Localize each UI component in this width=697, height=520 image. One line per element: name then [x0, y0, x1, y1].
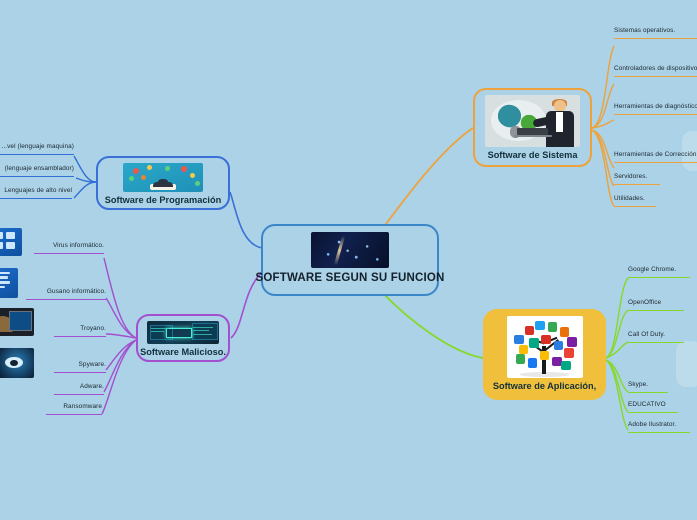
link-malicioso-1: [103, 257, 137, 339]
leaf-sistema-6[interactable]: Utilidades.: [614, 194, 656, 207]
center-node-label: SOFTWARE SEGUN SU FUNCION: [255, 272, 445, 284]
link-programacion-2: [75, 177, 97, 183]
code-laptop-thumbnail: [147, 321, 219, 344]
leaf-programacion-1[interactable]: ...vel (lenguaje maquina): [0, 142, 74, 155]
link-aplicacion-3: [605, 341, 629, 359]
leaf-malicioso-1[interactable]: Virus informático.: [34, 241, 104, 254]
leaf-sistema-3[interactable]: Herramientas de diagnóstico: [614, 102, 697, 115]
link-malicioso-5: [103, 339, 137, 393]
link-sistema-1: [591, 45, 615, 129]
leaf-aplicacion-4[interactable]: Skype.: [628, 380, 668, 393]
link-sistema-3: [591, 119, 615, 129]
spyware-eye-thumbnail: [0, 348, 34, 378]
link-malicioso-6: [101, 339, 137, 415]
link-programacion-3: [73, 181, 97, 199]
branch-label-aplicacion: Software de Aplicación,: [492, 381, 597, 391]
branch-node-malicioso[interactable]: Software Malicioso.: [136, 314, 230, 362]
leaf-aplicacion-1[interactable]: Google Chrome.: [628, 265, 690, 278]
app-tree-thumbnail: [506, 316, 583, 378]
leaf-sistema-4[interactable]: Herramientas de Corrección: [614, 150, 697, 163]
link-sistema-2: [591, 83, 615, 129]
leaf-malicioso-4[interactable]: Spyware.: [54, 360, 106, 373]
link-sistema-6: [591, 129, 615, 207]
link-aplicacion-2: [605, 309, 629, 359]
branch-node-sistema[interactable]: Software de Sistema: [473, 88, 592, 167]
leaf-programacion-2[interactable]: (lenguaje ensamblador): [0, 164, 74, 177]
space-network-thumbnail: [311, 232, 389, 268]
worm-windows-thumbnail: [0, 268, 18, 298]
link-center-aplicacion: [377, 287, 484, 359]
leaf-aplicacion-5[interactable]: EDUCATIVO: [628, 400, 678, 413]
link-malicioso-4: [105, 339, 137, 371]
link-sistema-4: [591, 129, 615, 169]
link-center-programacion: [229, 191, 263, 249]
link-aplicacion-6: [605, 359, 629, 431]
virus-windows-thumbnail: [0, 228, 22, 256]
leaf-sistema-1[interactable]: Sistemas operativos.: [614, 26, 697, 39]
link-malicioso-3: [105, 333, 137, 339]
leaf-sistema-2[interactable]: Controladores de dispositivo: [614, 64, 697, 77]
leaf-aplicacion-3[interactable]: Call Of Duty.: [628, 330, 684, 343]
link-aplicacion-4: [605, 359, 629, 393]
link-aplicacion-5: [605, 359, 629, 413]
developer-network-thumbnail: [123, 163, 203, 192]
link-malicioso-2: [105, 297, 137, 339]
leaf-sistema-5[interactable]: Servidores.: [614, 172, 660, 185]
leaf-malicioso-2[interactable]: Gusano informático.: [26, 287, 106, 300]
cropped-node-right-app: [676, 341, 697, 387]
link-center-sistema: [379, 127, 474, 233]
branch-node-programacion[interactable]: Software de Programación: [96, 156, 230, 210]
leaf-malicioso-6[interactable]: Ransomware: [46, 402, 102, 415]
leaf-programacion-3[interactable]: Lenguajes de alto nivel: [0, 186, 72, 199]
leaf-malicioso-3[interactable]: Troyano.: [54, 324, 106, 337]
center-node[interactable]: SOFTWARE SEGUN SU FUNCION: [256, 224, 444, 296]
gears-technician-thumbnail: [485, 95, 580, 147]
cropped-node-right-sys: [682, 131, 697, 171]
leaf-aplicacion-2[interactable]: OpenOffice: [628, 298, 684, 311]
leaf-aplicacion-6[interactable]: Adobe Ilustrator.: [628, 420, 690, 433]
branch-label-malicioso: Software Malicioso.: [140, 347, 226, 357]
trojan-horse-thumbnail: [0, 308, 34, 336]
branch-node-aplicacion[interactable]: Software de Aplicación,: [483, 309, 606, 400]
link-programacion-1: [73, 155, 97, 183]
link-sistema-5: [591, 129, 615, 187]
branch-label-sistema: Software de Sistema: [487, 150, 578, 160]
link-aplicacion-1: [605, 277, 629, 359]
leaf-malicioso-5[interactable]: Adware.: [54, 382, 104, 395]
branch-label-programacion: Software de Programación: [104, 195, 222, 205]
